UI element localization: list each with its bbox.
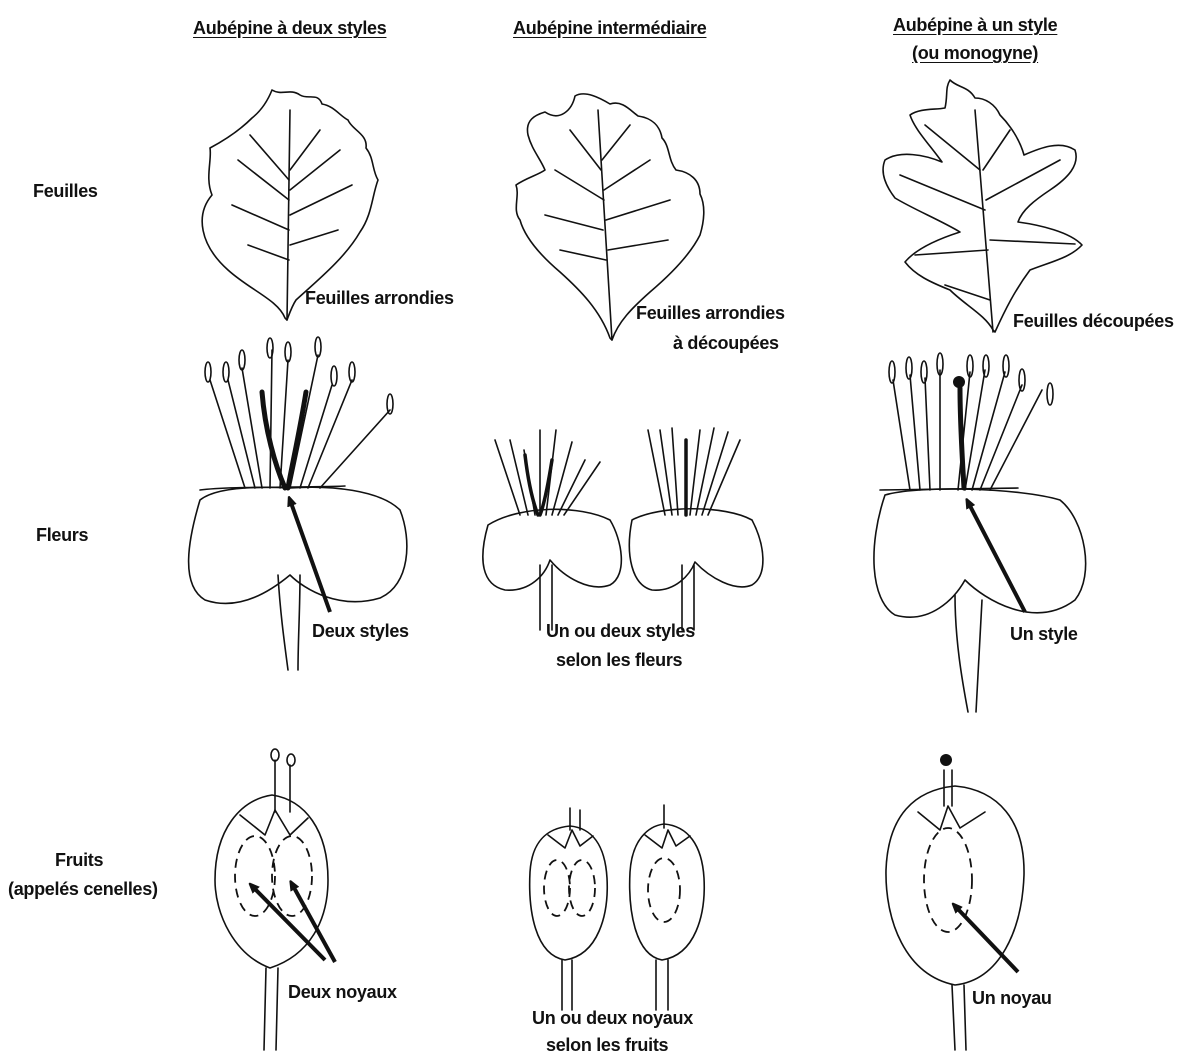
row-label-fruits: Fruits [55, 849, 103, 871]
row-label-flowers: Fleurs [36, 524, 88, 546]
flower-one-style-drawing [874, 353, 1086, 712]
arrow-one-pit [955, 906, 1018, 972]
caption-leaf-two-styles: Feuilles arrondies [305, 287, 454, 309]
arrow-one-style [968, 502, 1025, 612]
caption-fruit-intermediate-line2: selon les fruits [546, 1034, 668, 1056]
caption-leaf-one-style: Feuilles découpées [1013, 310, 1174, 332]
fruit-intermediate-drawing [530, 805, 705, 1010]
flower-intermediate-drawing [483, 428, 763, 630]
fruit-two-styles-drawing [215, 749, 328, 1050]
leaf-two-styles-drawing [202, 90, 378, 320]
caption-flower-intermediate: Un ou deux styles [546, 620, 695, 642]
caption-fruit-one-style: Un noyau [972, 987, 1052, 1009]
arrow-two-styles [290, 500, 330, 612]
caption-flower-one-style: Un style [1010, 623, 1078, 645]
row-label-fruits-subtitle: (appelés cenelles) [8, 878, 158, 900]
caption-flower-two-styles: Deux styles [312, 620, 409, 642]
column-header-two-styles: Aubépine à deux styles [193, 17, 386, 39]
column-header-one-style-subtitle: (ou monogyne) [912, 42, 1038, 64]
leaf-one-style-drawing [883, 80, 1082, 332]
caption-flower-intermediate-line2: selon les fleurs [556, 649, 682, 671]
caption-fruit-intermediate: Un ou deux noyaux [532, 1007, 693, 1029]
caption-leaf-intermediate-line2: à découpées [673, 332, 779, 354]
column-header-one-style: Aubépine à un style [893, 14, 1057, 36]
caption-leaf-intermediate: Feuilles arrondies [636, 302, 785, 324]
caption-fruit-two-styles: Deux noyaux [288, 981, 397, 1003]
column-header-intermediate: Aubépine intermédiaire [513, 17, 706, 39]
row-label-leaves: Feuilles [33, 180, 98, 202]
